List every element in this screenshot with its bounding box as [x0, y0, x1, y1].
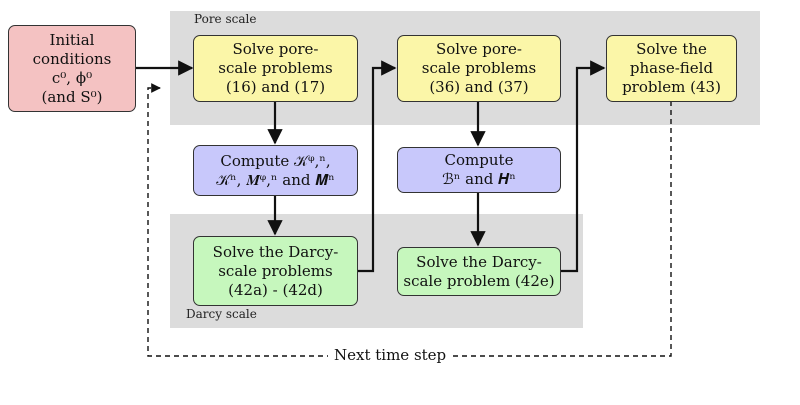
pore-scale-label: Pore scale — [194, 12, 257, 26]
compute-1-text: Compute 𝒦ᵠ,ⁿ, 𝒦ⁿ, 𝑴ᵠ,ⁿ and 𝑴ⁿ — [216, 151, 335, 189]
compute-2-node: Compute ℬⁿ and 𝑯ⁿ — [397, 147, 561, 193]
darcy-solve-1-text: Solve the Darcy- scale problems (42a) - … — [212, 242, 339, 299]
next-time-step-label: Next time step — [328, 346, 453, 364]
darcy-solve-2-node: Solve the Darcy- scale problem (42e) — [397, 247, 561, 296]
pore-solve-1-node: Solve pore- scale problems (16) and (17) — [193, 35, 358, 102]
compute-1-node: Compute 𝒦ᵠ,ⁿ, 𝒦ⁿ, 𝑴ᵠ,ⁿ and 𝑴ⁿ — [193, 145, 358, 196]
darcy-solve-2-text: Solve the Darcy- scale problem (42e) — [403, 252, 555, 290]
pore-solve-2-text: Solve pore- scale problems (36) and (37) — [421, 40, 537, 96]
arrow-darcy1-to-pore2 — [357, 60, 397, 273]
arrow-darcy2-to-phasefield — [560, 60, 606, 273]
arrow-next-time-step — [147, 83, 672, 357]
pore-solve-2-node: Solve pore- scale problems (36) and (37) — [397, 35, 561, 102]
compute-2-text: Compute ℬⁿ and 𝑯ⁿ — [442, 151, 516, 188]
phase-field-text: Solve the phase-field problem (43) — [622, 40, 721, 96]
initial-conditions-node: Initial conditions c⁰, ϕ⁰ (and S⁰) — [8, 25, 136, 112]
pore-solve-1-text: Solve pore- scale problems (16) and (17) — [218, 40, 333, 96]
darcy-scale-label: Darcy scale — [186, 307, 257, 321]
initial-conditions-text: Initial conditions c⁰, ϕ⁰ (and S⁰) — [32, 30, 112, 106]
darcy-solve-1-node: Solve the Darcy- scale problems (42a) - … — [193, 236, 358, 306]
phase-field-node: Solve the phase-field problem (43) — [606, 35, 737, 102]
